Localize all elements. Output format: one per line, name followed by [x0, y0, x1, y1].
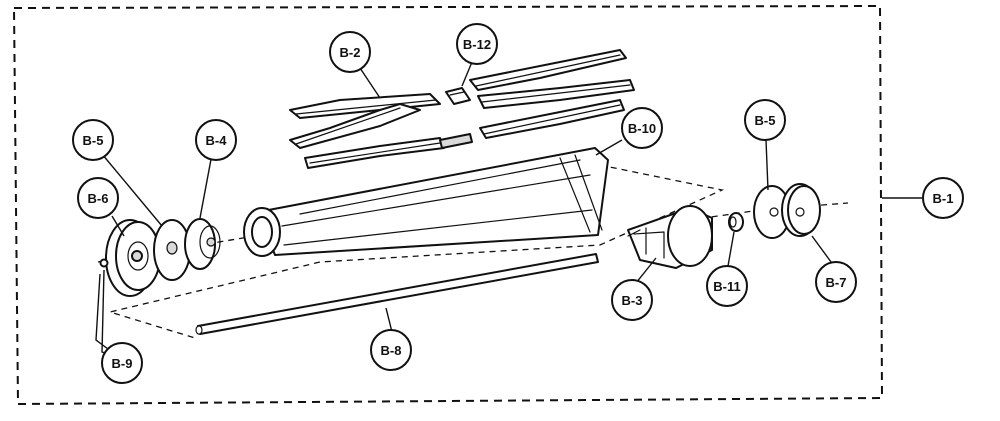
callout-b5-left-label: B-5 — [83, 133, 104, 148]
callout-b7-label: B-7 — [826, 275, 847, 290]
callout-b11: B-11 — [706, 265, 748, 307]
right-disk — [781, 183, 821, 237]
shaft — [195, 253, 599, 335]
callout-b12-label: B-12 — [463, 37, 491, 52]
callout-b2: B-2 — [329, 31, 371, 73]
callout-b12: B-12 — [456, 23, 498, 65]
callout-b10-label: B-10 — [628, 121, 656, 136]
callout-b8-label: B-8 — [381, 343, 402, 358]
nut-b9 — [99, 258, 109, 268]
callout-b2-label: B-2 — [340, 45, 361, 60]
callout-b6: B-6 — [77, 177, 119, 219]
callout-b10: B-10 — [621, 107, 663, 149]
callout-b3: B-3 — [611, 279, 653, 321]
callout-b5-left: B-5 — [72, 119, 114, 161]
callout-b7: B-7 — [815, 261, 857, 303]
callout-b6-label: B-6 — [88, 191, 109, 206]
callout-b1: B-1 — [922, 177, 964, 219]
callout-b3-label: B-3 — [622, 293, 643, 308]
left-bearing — [184, 218, 221, 270]
right-housing — [627, 205, 713, 269]
callout-b8: B-8 — [370, 329, 412, 371]
leader-lines — [95, 61, 835, 359]
spider-clip — [445, 87, 471, 105]
callout-b5-right: B-5 — [744, 99, 786, 141]
callout-b9-label: B-9 — [112, 356, 133, 371]
callout-b5-right-label: B-5 — [755, 113, 776, 128]
left-hub-wheel — [105, 219, 161, 297]
callout-b1-label: B-1 — [933, 191, 954, 206]
reel-blades — [289, 49, 635, 169]
callout-b4-label: B-4 — [206, 133, 228, 148]
right-bushing — [728, 212, 744, 232]
projection-outline — [107, 164, 725, 339]
assembly-boundary — [12, 4, 884, 406]
callout-b11-label: B-11 — [713, 279, 740, 294]
callout-b4: B-4 — [195, 119, 237, 161]
reel-tube — [243, 147, 609, 257]
callout-b9: B-9 — [101, 342, 143, 384]
